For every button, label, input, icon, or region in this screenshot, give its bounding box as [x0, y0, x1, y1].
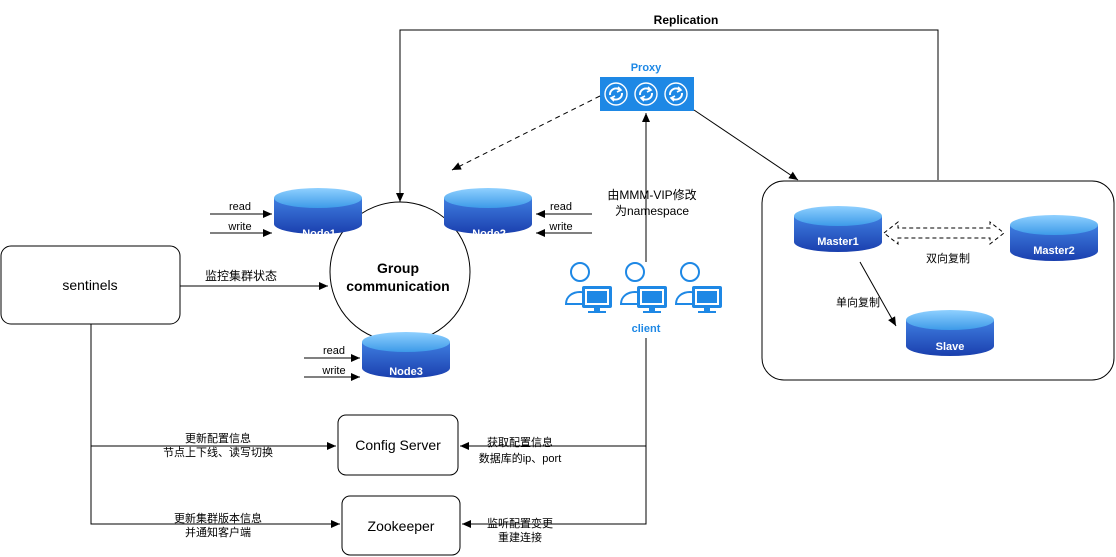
group-label-line2: communication: [346, 278, 449, 294]
client-to-zookeeper-arrow: [462, 446, 647, 528]
unidirectional-replication-arrow: [859, 261, 897, 327]
master2-disk[interactable]: Master2: [1010, 215, 1098, 261]
node1-disk[interactable]: Node1: [274, 188, 362, 240]
proxy[interactable]: Proxy: [600, 62, 694, 111]
replication-connector: [396, 29, 939, 202]
zookeeper-box[interactable]: Zookeeper: [341, 495, 461, 556]
bidirectional-label: 双向复制: [926, 251, 970, 265]
zookeeper-in-line1: 更新集群版本信息: [174, 511, 262, 525]
vip-note-line2: 为namespace: [615, 204, 689, 218]
sentinels-monitor-label: 监控集群状态: [205, 268, 277, 283]
node1-read-label: read: [229, 201, 251, 213]
bidirectional-replication-arrow: [883, 220, 1005, 246]
group-label-line1: Group: [377, 260, 419, 276]
node2-label: Node2: [472, 228, 506, 240]
node1-label: Node1: [302, 228, 336, 240]
client-label: client: [632, 323, 661, 335]
zookeeper-out-line1: 监听配置变更: [487, 516, 553, 530]
client-group[interactable]: client: [565, 262, 723, 335]
user-computer-icon: [565, 262, 613, 314]
proxy-box: [600, 77, 694, 111]
zookeeper-in-line2: 并通知客户端: [185, 525, 251, 539]
master1-disk[interactable]: Master1: [794, 206, 882, 252]
node2-write-label: write: [548, 221, 572, 233]
vip-note-line1: 由MMM-VIP修改: [607, 187, 696, 202]
proxy-to-cluster-arrow: [693, 109, 799, 181]
user-computer-icon: [675, 262, 723, 314]
node3-write-label: write: [321, 365, 345, 377]
config-server-label: Config Server: [355, 437, 441, 453]
node3-read-label: read: [323, 345, 345, 357]
slave-label: Slave: [936, 341, 965, 353]
node3-label: Node3: [389, 366, 423, 378]
zookeeper-label: Zookeeper: [368, 518, 435, 534]
config-server-box[interactable]: Config Server: [337, 414, 459, 476]
zookeeper-out-line2: 重建连接: [498, 530, 542, 544]
unidirectional-label: 单向复制: [836, 295, 880, 309]
sentinels-box[interactable]: sentinels: [0, 245, 181, 325]
sentinels-label: sentinels: [62, 277, 117, 293]
config-in-line1: 更新配置信息: [185, 431, 251, 445]
replication-label: Replication: [654, 13, 719, 27]
master1-label: Master1: [817, 236, 859, 248]
node1-write-label: write: [227, 221, 251, 233]
node2-disk[interactable]: Node2: [444, 188, 532, 240]
slave-disk[interactable]: Slave: [906, 310, 994, 356]
config-out-line2: 数据库的ip、port: [479, 451, 562, 465]
client-to-config-arrow: [460, 338, 647, 450]
sentinels-to-zookeeper-arrow: [90, 446, 340, 528]
group-communication: Group communication: [329, 201, 471, 343]
config-out-line1: 获取配置信息: [487, 435, 553, 449]
sentinels-to-config-arrow: [90, 324, 336, 450]
master2-label: Master2: [1033, 245, 1075, 257]
config-in-line2: 节点上下线、读写切换: [163, 445, 273, 459]
user-computer-icon: [620, 262, 668, 314]
proxy-label: Proxy: [631, 62, 662, 74]
proxy-to-group-arrow: [451, 95, 601, 171]
node3-disk[interactable]: Node3: [362, 332, 450, 378]
node2-read-label: read: [550, 201, 572, 213]
